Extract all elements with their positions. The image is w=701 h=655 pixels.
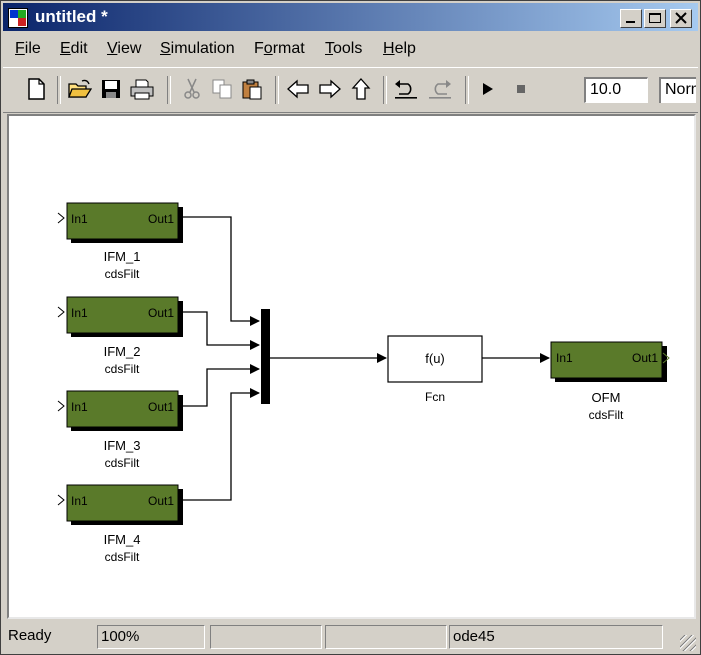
copy-button[interactable] [209,76,235,102]
subsystem-block-ifm3[interactable]: In1 Out1 IFM_3 cdsFilt [57,390,183,470]
status-bar: Ready 100% ode45 [3,623,698,653]
in-port-label: In1 [71,212,88,226]
block-name: IFM_1 [104,249,141,264]
redo-icon [429,80,451,99]
print-icon [130,79,154,100]
block-name: IFM_4 [104,532,141,547]
block-name: IFM_3 [104,438,141,453]
model-canvas[interactable]: In1 Out1 IFM_1 cdsFilt In1 Out1 IFM_2 cd… [7,114,696,619]
menu-file[interactable]: File [15,40,41,57]
subsystem-block-ifm4[interactable]: In1 Out1 IFM_4 cdsFilt [57,484,183,564]
input-port-arrow-icon [57,400,65,412]
paste-icon [242,79,262,100]
status-field-3 [210,625,322,649]
cut-icon [184,78,200,99]
maximize-icon [649,13,661,23]
in-port-label: In1 [556,351,573,365]
toolbar [3,67,698,113]
close-icon [675,12,687,24]
fcn-expression: f(u) [425,351,445,366]
input-port-arrow-icon [57,494,65,506]
fcn-name: Fcn [425,390,445,404]
new-model-icon [28,78,45,100]
block-sublabel: cdsFilt [105,456,140,470]
menu-edit[interactable]: Edit [60,40,88,57]
out-port-label: Out1 [632,351,658,365]
block-name: IFM_2 [104,344,141,359]
fcn-block[interactable]: f(u) Fcn [387,335,483,404]
output-port-arrow-icon [662,352,670,364]
stop-simulation-button[interactable] [508,76,534,102]
minimize-icon [626,21,635,23]
out-port-label: Out1 [148,494,174,508]
simulink-app-icon[interactable] [8,8,28,28]
input-port-arrow-icon [57,212,65,224]
forward-button[interactable] [317,76,343,102]
open-icon [68,79,92,98]
signal-line-ifm2[interactable] [178,311,260,350]
copy-icon [212,79,232,99]
menu-tools[interactable]: Tools [325,40,363,57]
undo-button[interactable] [393,76,419,102]
menu-help[interactable]: Help [383,40,416,57]
menu-format[interactable]: Format [254,40,305,57]
in-port-label: In1 [71,306,88,320]
in-port-label: In1 [71,494,88,508]
new-model-button[interactable] [23,76,49,102]
status-zoom: 100% [97,625,205,649]
signal-line-ifm3[interactable] [178,364,260,407]
signal-line-ifm4[interactable] [178,388,260,501]
status-field-4 [325,625,447,649]
undo-icon [395,80,417,99]
out-port-label: Out1 [148,212,174,226]
subsystem-block-ifm1[interactable]: In1 Out1 IFM_1 cdsFilt [57,202,183,281]
block-sublabel: cdsFilt [589,408,624,422]
resize-grip-icon[interactable] [680,635,696,651]
menu-view[interactable]: View [107,40,142,57]
cut-button[interactable] [179,76,205,102]
status-solver: ode45 [449,625,663,649]
back-button[interactable] [285,76,311,102]
up-button[interactable] [348,76,374,102]
menu-simulation[interactable]: Simulation [160,40,235,57]
simulation-mode-select[interactable]: Normal [659,77,696,103]
title-bar[interactable]: untitled * [3,3,698,31]
print-button[interactable] [129,76,155,102]
menu-bar: File Edit View Simulation Format Tools H… [3,35,698,63]
start-simulation-button[interactable] [475,76,501,102]
minimize-button[interactable] [620,9,642,28]
signal-line-ifm1[interactable] [178,216,260,326]
close-button[interactable] [670,9,692,28]
block-sublabel: cdsFilt [105,362,140,376]
paste-button[interactable] [239,76,265,102]
forward-icon [319,79,341,99]
in-port-label: In1 [71,400,88,414]
open-button[interactable] [67,76,93,102]
save-icon [102,80,120,98]
redo-button[interactable] [427,76,453,102]
out-port-label: Out1 [148,400,174,414]
subsystem-block-ofm[interactable]: In1 Out1 OFM cdsFilt [550,341,670,422]
stop-simulation-icon [517,85,525,93]
status-state: Ready [8,627,52,644]
block-diagram: In1 Out1 IFM_1 cdsFilt In1 Out1 IFM_2 cd… [57,202,670,564]
up-icon [351,78,371,100]
back-icon [287,79,309,99]
out-port-label: Out1 [148,306,174,320]
block-sublabel: cdsFilt [105,267,140,281]
input-port-arrow-icon [57,306,65,318]
block-sublabel: cdsFilt [105,550,140,564]
signal-lines [178,216,550,501]
mux-block[interactable] [261,309,270,404]
save-button[interactable] [98,76,124,102]
stop-time-input[interactable]: 10.0 [584,77,648,103]
maximize-button[interactable] [644,9,666,28]
subsystem-block-ifm2[interactable]: In1 Out1 IFM_2 cdsFilt [57,296,183,376]
window-title: untitled * [35,7,108,26]
start-simulation-icon [483,83,493,95]
block-name: OFM [592,390,621,405]
